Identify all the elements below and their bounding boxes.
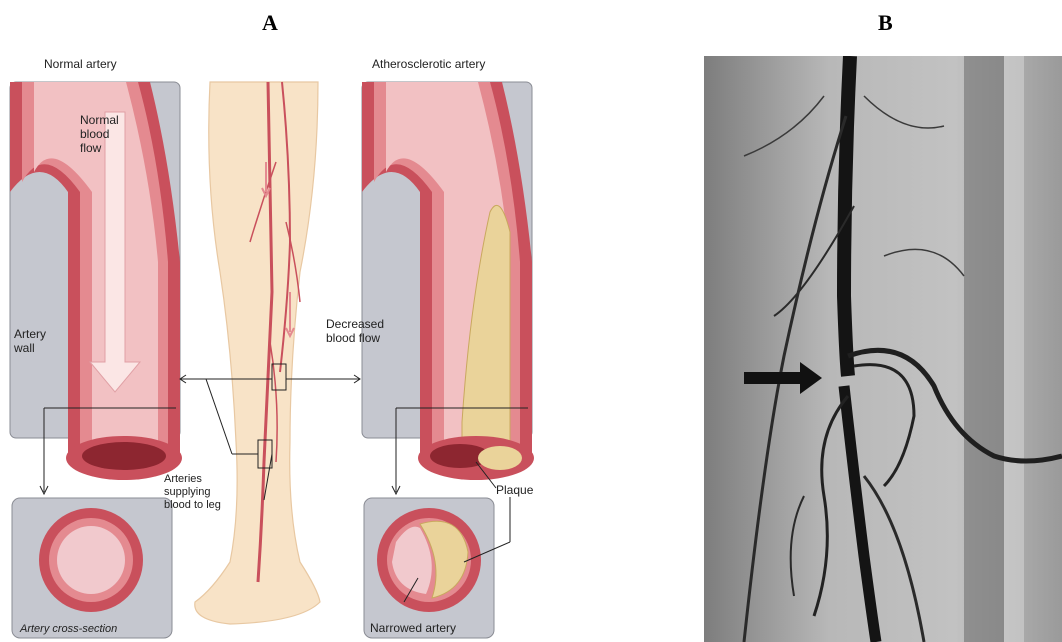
narrowed-artery-label: Narrowed artery <box>370 621 456 635</box>
leg-drawing: Arteries supplying blood to leg <box>164 82 360 624</box>
athero-artery-title: Atherosclerotic artery <box>372 57 485 71</box>
normal-blood-flow-label-2: blood <box>80 127 109 141</box>
artery-cross-section-label: Artery cross-section <box>19 623 117 635</box>
artery-wall-label-1: Artery <box>14 327 46 341</box>
arteries-supplying-label-2: supplying <box>164 486 210 498</box>
decreased-blood-flow-label-1: Decreased <box>326 317 384 331</box>
arteries-supplying-label-1: Arteries <box>164 473 202 485</box>
decreased-blood-flow-label-2: blood flow <box>326 331 380 345</box>
plaque-label: Plaque <box>496 483 534 497</box>
artery-wall-label-2: wall <box>13 341 35 355</box>
normal-artery-title: Normal artery <box>44 57 117 71</box>
artery-illustration: Normal artery Atherosclerotic artery Nor… <box>0 42 560 642</box>
normal-blood-flow-label-3: flow <box>80 141 102 155</box>
normal-cross-section-panel: Artery cross-section <box>12 498 172 638</box>
narrowed-cross-section-panel: Narrowed artery <box>364 498 494 638</box>
panel-a-letter: A <box>262 10 278 36</box>
angiogram-image <box>704 56 1062 642</box>
arteries-supplying-label-3: blood to leg <box>164 499 221 511</box>
normal-artery-panel: Normal blood flow Artery wall <box>10 82 182 480</box>
normal-blood-flow-label-1: Normal <box>80 113 119 127</box>
athero-artery-panel: Decreased blood flow <box>326 82 534 480</box>
panel-b-letter: B <box>878 10 893 36</box>
